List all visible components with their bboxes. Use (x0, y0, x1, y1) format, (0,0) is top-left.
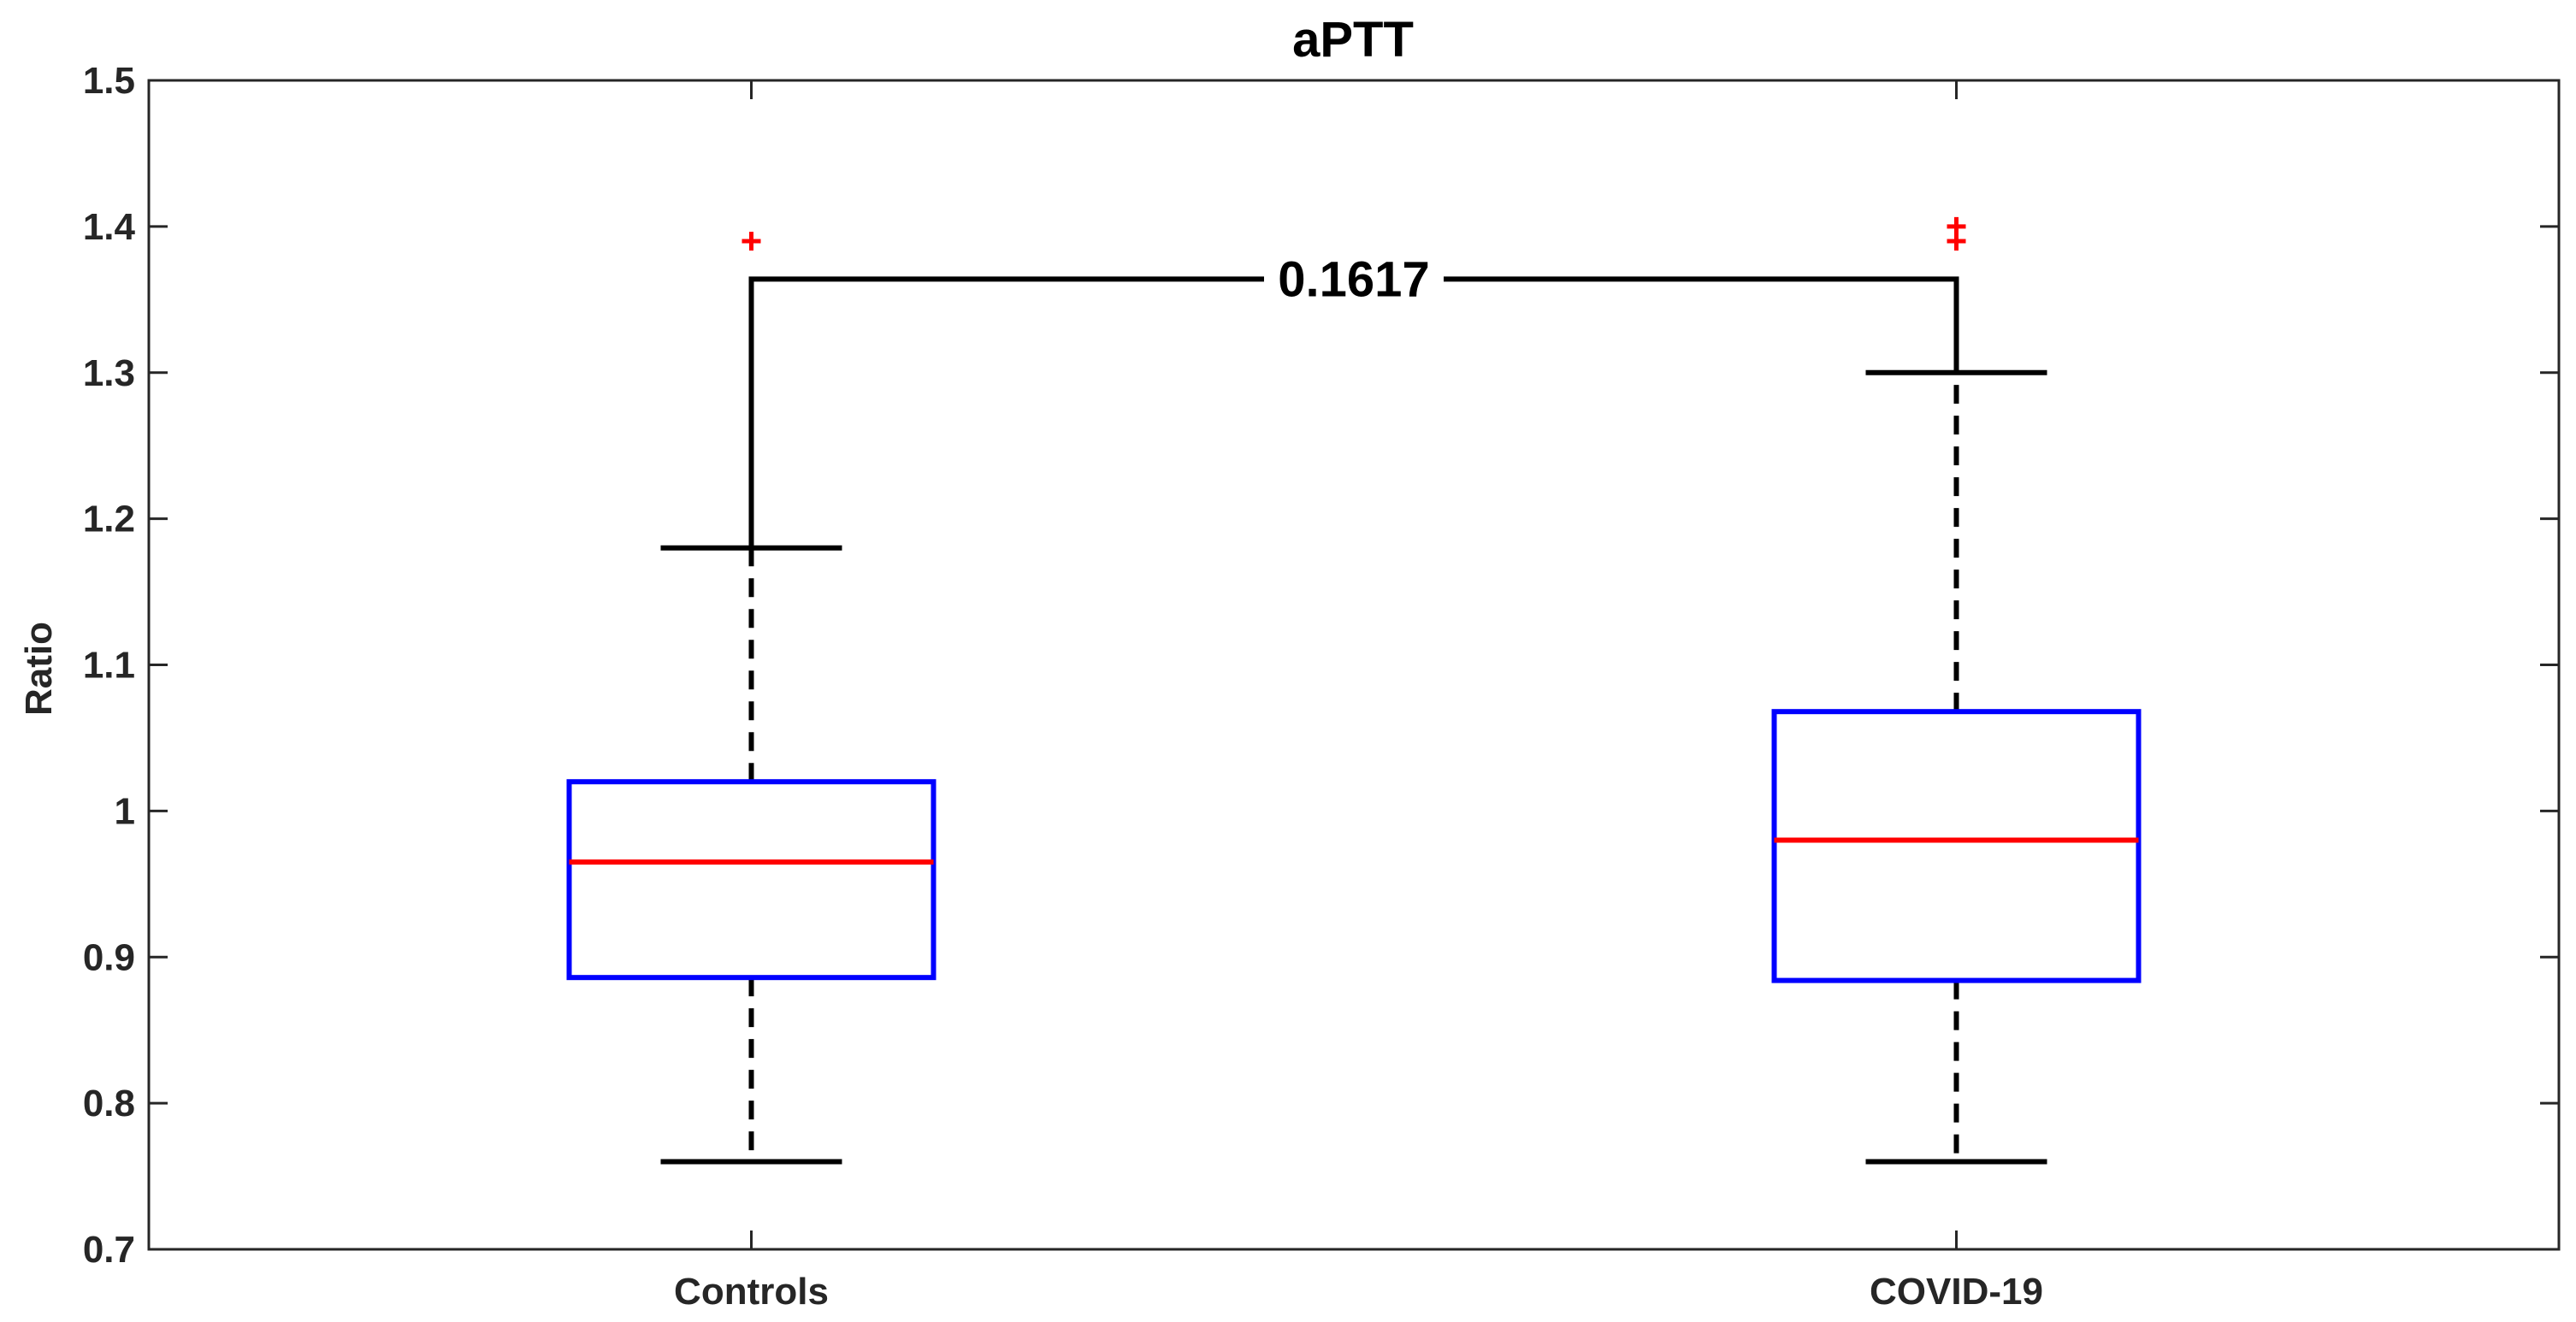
box-group (1771, 216, 2142, 1165)
y-tick-label: 1.3 (83, 352, 135, 394)
y-tick-label: 0.8 (83, 1083, 135, 1124)
chart-title: aPTT (1292, 12, 1414, 68)
outlier-point (741, 231, 761, 251)
box-iqr (566, 779, 936, 981)
comparison-bracket-left (748, 276, 1264, 548)
y-tick-label: 1.1 (83, 645, 135, 687)
y-axis-label: Ratio (18, 622, 60, 716)
box-iqr (1771, 709, 2142, 983)
p-value-label: 0.1617 (1278, 251, 1429, 307)
y-tick-label: 1.2 (83, 499, 135, 540)
outlier-point (1947, 216, 1966, 236)
x-tick-label: COVID-19 (1870, 1271, 2043, 1313)
x-tick-label: Controls (674, 1271, 829, 1313)
y-tick-label: 1.5 (83, 60, 135, 102)
y-tick-label: 0.9 (83, 936, 135, 978)
y-tick-label: 1 (115, 790, 135, 832)
comparison-bracket-right (1444, 276, 1959, 373)
y-tick-label: 1.4 (83, 206, 136, 248)
y-tick-label: 0.7 (83, 1229, 135, 1271)
